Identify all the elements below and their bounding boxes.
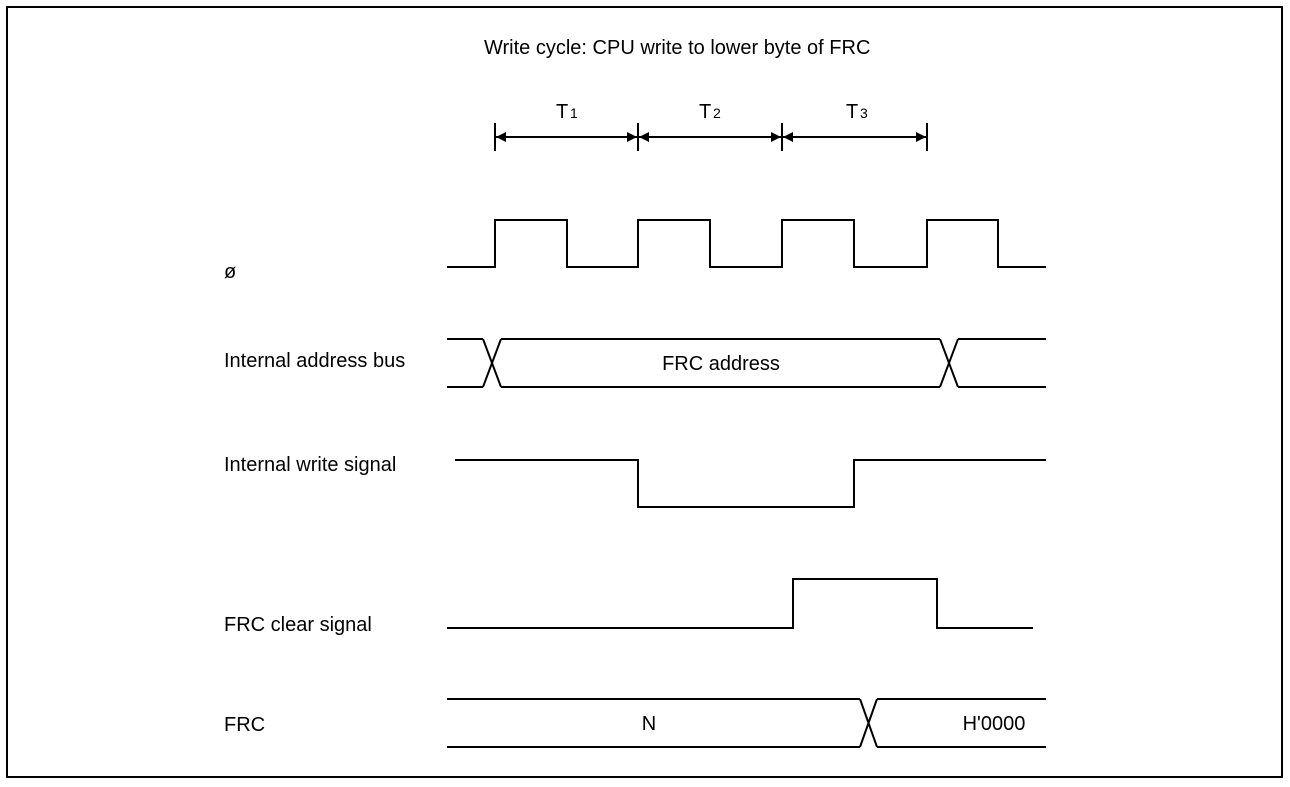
- clear-signal-waveform: [447, 578, 1033, 629]
- write-signal-waveform: [455, 459, 1046, 508]
- frc-waveform: [447, 698, 1046, 748]
- svg-text:1: 1: [570, 105, 578, 121]
- svg-text:T: T: [556, 101, 568, 123]
- clear-signal-label: FRC clear signal: [224, 614, 372, 636]
- write-signal-label: Internal write signal: [224, 454, 397, 476]
- state-label-t1: T 1: [556, 101, 578, 123]
- address-bus-waveform: [447, 338, 1046, 388]
- clock-label: ø: [224, 261, 237, 283]
- svg-text:2: 2: [713, 105, 721, 121]
- address-bus-label: Internal address bus: [224, 350, 406, 372]
- state-boundary-ticks: [494, 123, 928, 151]
- clock-waveform: [447, 219, 1046, 268]
- svg-text:T: T: [846, 101, 858, 123]
- frc-label: FRC: [224, 714, 266, 736]
- state-label-t3: T 3: [846, 101, 868, 123]
- state-label-t2: T 2: [699, 101, 721, 123]
- diagram-title: Write cycle: CPU write to lower byte of …: [484, 37, 871, 59]
- address-bus-value: FRC address: [662, 353, 780, 375]
- diagram-frame: [6, 6, 1283, 778]
- svg-text:3: 3: [860, 105, 868, 121]
- frc-value-after: H'0000: [963, 713, 1026, 735]
- svg-text:T: T: [699, 101, 711, 123]
- frc-value-before: N: [642, 713, 656, 735]
